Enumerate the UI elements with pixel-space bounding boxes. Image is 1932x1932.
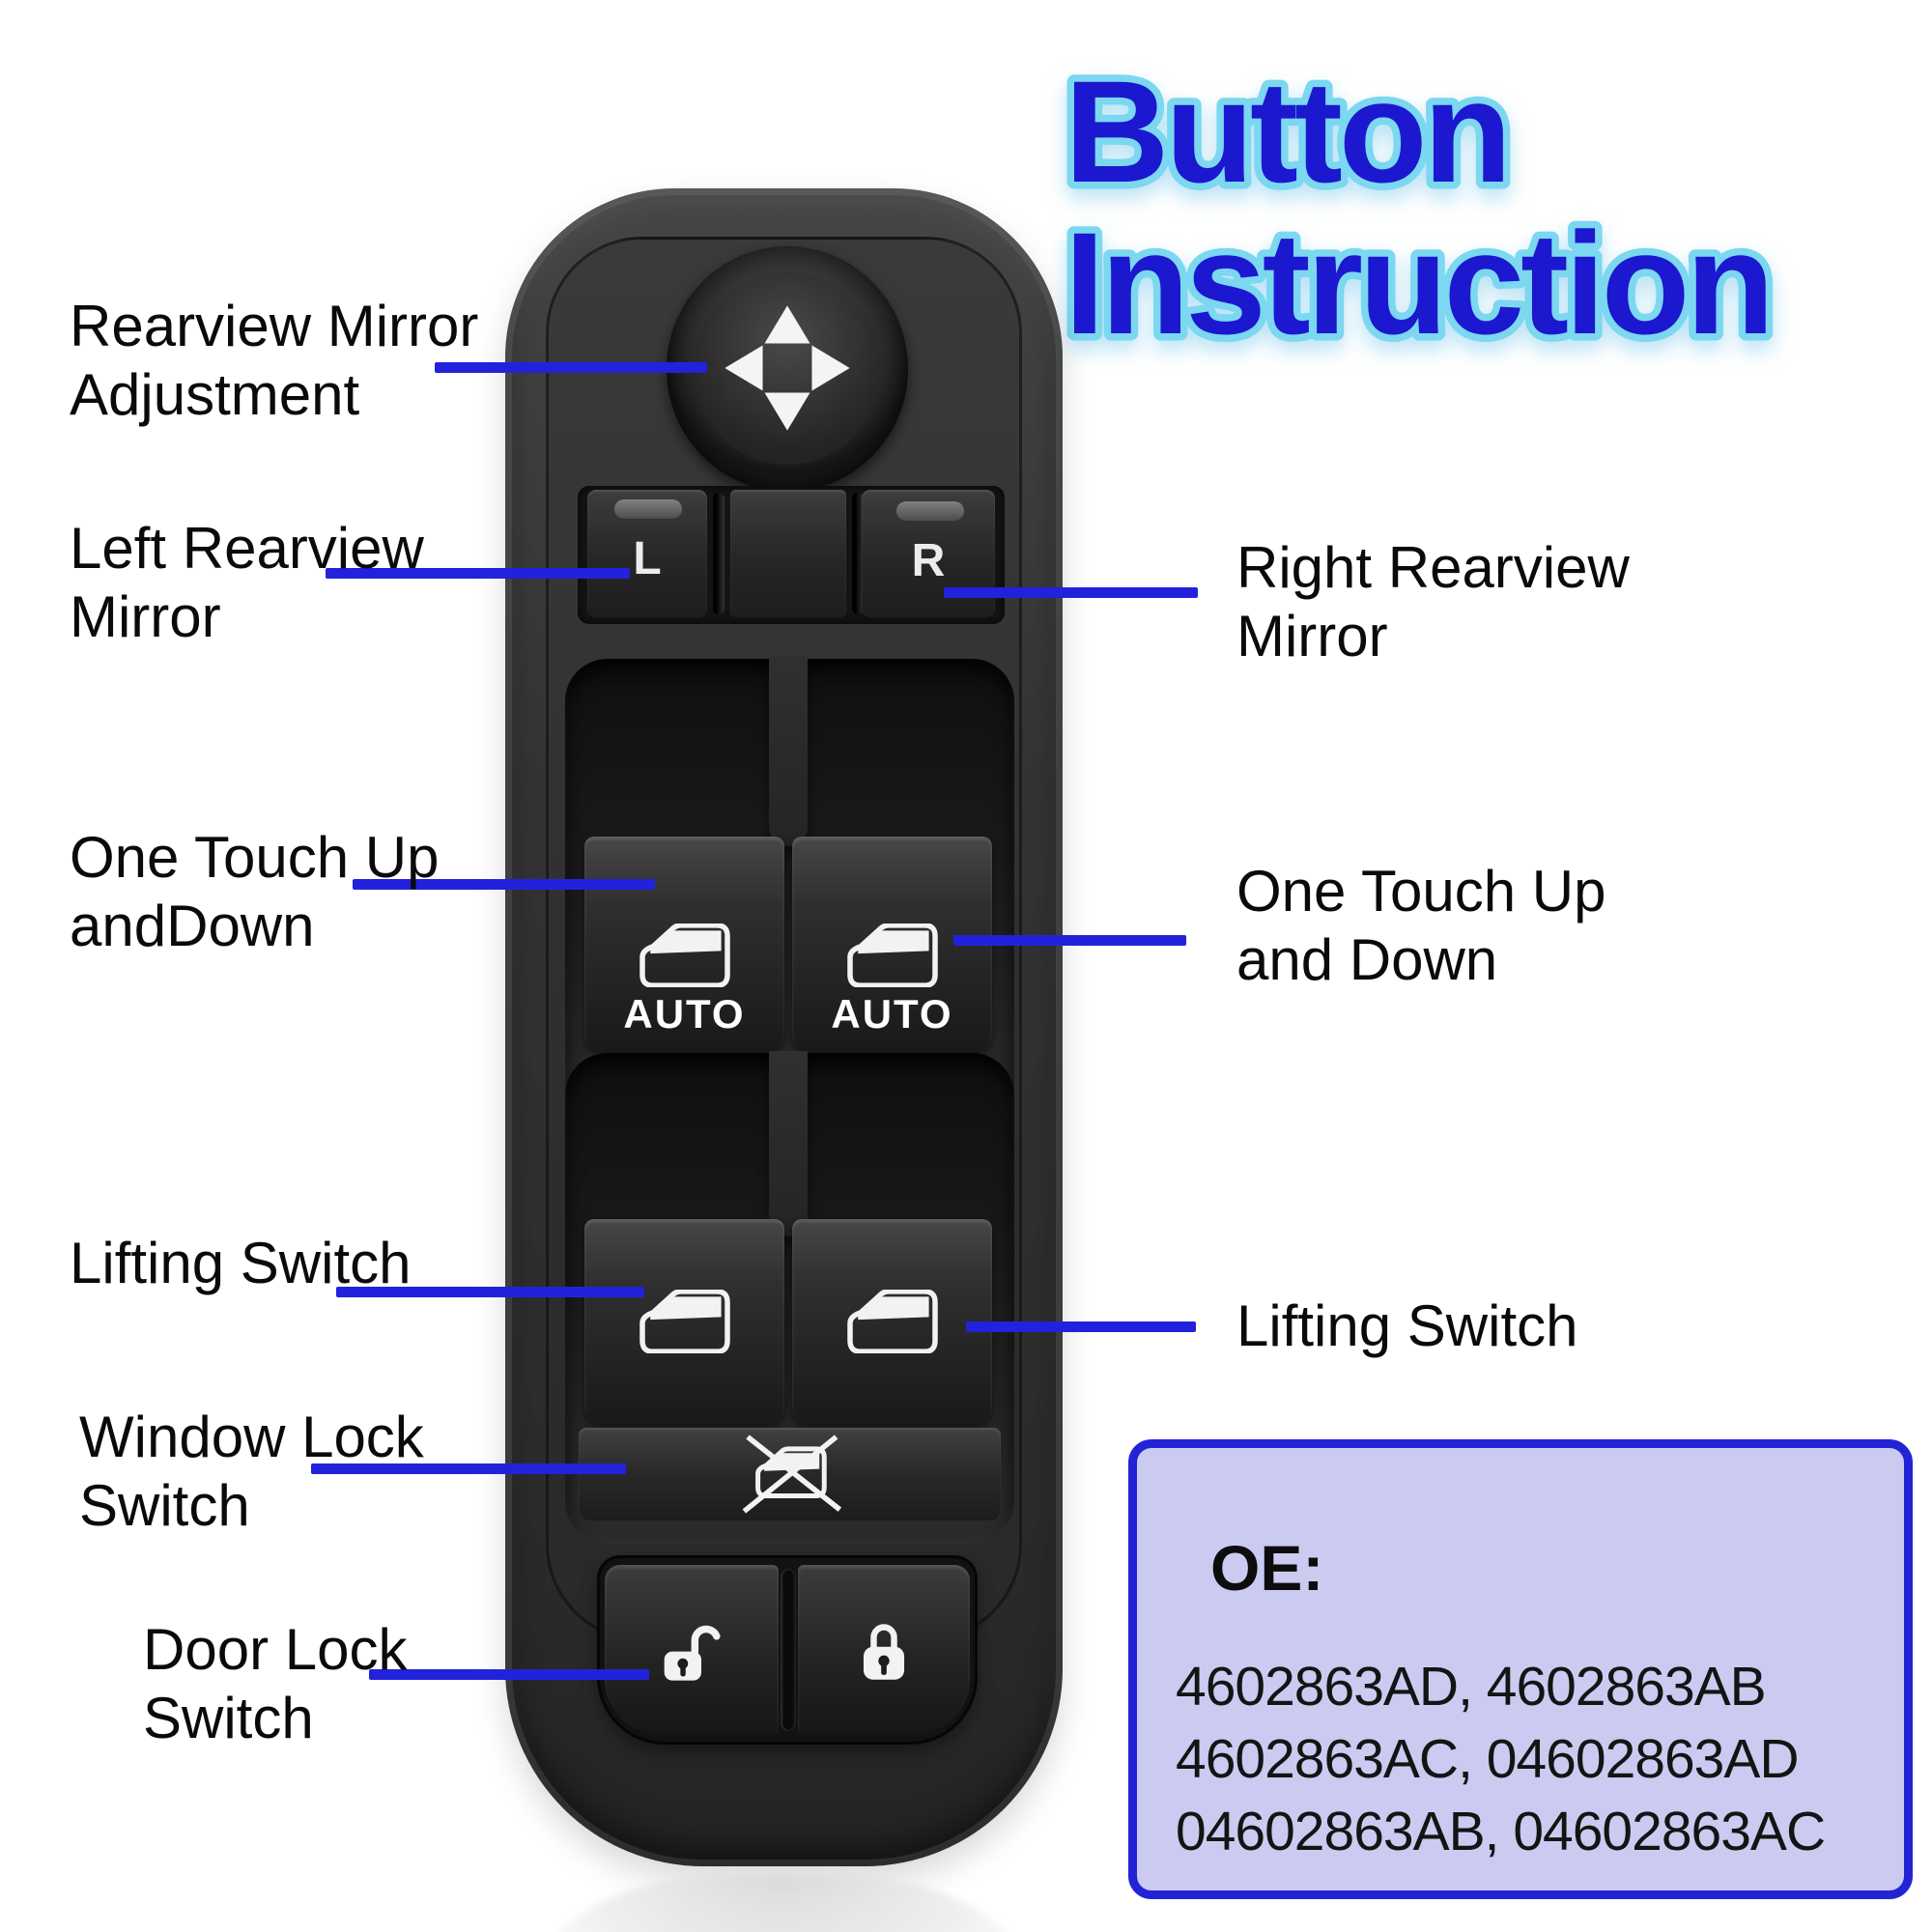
window-icon (639, 923, 730, 987)
door-lock-button (798, 1565, 970, 1735)
rear-right-window-rocker (792, 1219, 992, 1424)
label-line: Right Rearview (1236, 535, 1630, 600)
recess-divider-ridge (769, 657, 808, 846)
label-line: Left Rearview (70, 516, 424, 581)
callout-line-one-touch-left (353, 879, 655, 890)
door-lock-divider (781, 1569, 796, 1731)
mirror-right-label: R (911, 535, 946, 586)
callout-label-door-lock-switch: Door Lock Switch (143, 1615, 407, 1752)
label-line: Mirror (70, 584, 221, 649)
mirror-right-button: R (862, 490, 995, 617)
oe-heading: OE: (1210, 1532, 1324, 1604)
window-switch-panel: L R AUTO (505, 188, 1063, 1866)
callout-line-lifting-switch-left (336, 1287, 644, 1297)
mirror-right-indicator-slot (896, 501, 964, 521)
mirror-select-row: L R (578, 486, 1005, 624)
label-line: Door Lock (143, 1617, 408, 1682)
label-line: Window Lock (79, 1405, 424, 1469)
label-line: Lifting Switch (1236, 1293, 1578, 1358)
page-title: Button Instruction (1058, 48, 1782, 367)
oe-part-numbers-box: OE: 4602863AD, 4602863AB 4602863AC, 0460… (1128, 1439, 1913, 1899)
callout-line-lifting-switch-right (966, 1321, 1196, 1332)
label-line: Mirror (1236, 604, 1388, 668)
rear-window-recess (565, 1051, 1014, 1544)
auto-label: AUTO (623, 991, 746, 1037)
callout-line-one-touch-right (953, 935, 1186, 946)
mirror-left-button: L (587, 490, 707, 617)
recess-divider-ridge (769, 1051, 808, 1236)
mirror-left-indicator-slot (614, 499, 682, 519)
door-lock-cluster (597, 1555, 978, 1745)
callout-line-door-lock-switch (369, 1669, 649, 1680)
callout-label-left-rearview-mirror: Left Rearview Mirror (70, 514, 424, 651)
divider-groove (713, 493, 724, 614)
callout-label-window-lock-switch: Window Lock Switch (79, 1403, 424, 1540)
callout-line-right-rearview-mirror (944, 587, 1198, 598)
window-lock-button (579, 1428, 1001, 1520)
window-icon (846, 923, 938, 987)
auto-label: AUTO (831, 991, 953, 1037)
lock-icon (863, 1624, 905, 1680)
label-line: One Touch Up (70, 825, 440, 890)
label-line: Switch (79, 1473, 250, 1538)
device-reflection (526, 1874, 1038, 1932)
window-lock-icon (742, 1435, 841, 1514)
callout-label-one-touch-left: One Touch Up andDown (70, 823, 439, 960)
callout-label-lifting-switch-left: Lifting Switch (70, 1229, 412, 1297)
callout-line-left-rearview-mirror (326, 568, 630, 579)
label-line: One Touch Up (1236, 859, 1606, 923)
label-line: Adjustment (70, 362, 360, 427)
label-line: and Down (1236, 927, 1498, 992)
mirror-arrows-icon (724, 305, 850, 431)
door-unlock-button (605, 1565, 779, 1735)
callout-label-rearview-mirror-adjustment: Rearview Mirror Adjustment (70, 292, 478, 429)
window-icon (846, 1290, 938, 1353)
label-line: Rearview Mirror (70, 294, 479, 358)
front-left-window-rocker: AUTO (584, 837, 784, 1051)
page-title-line2: Instruction (1065, 202, 1771, 364)
oe-number-line: 04602863AB, 04602863AC (1176, 1801, 1826, 1862)
label-line: Lifting Switch (70, 1231, 412, 1295)
oe-numbers: 4602863AD, 4602863AB 4602863AC, 04602863… (1176, 1651, 1826, 1868)
oe-number-line: 4602863AD, 4602863AB (1176, 1656, 1767, 1718)
callout-label-lifting-switch-right: Lifting Switch (1236, 1292, 1578, 1360)
callout-line-rearview-mirror-adjustment (435, 362, 707, 373)
callout-label-right-rearview-mirror: Right Rearview Mirror (1236, 533, 1630, 670)
window-icon (639, 1290, 730, 1353)
mirror-left-label: L (633, 533, 662, 584)
oe-number-line: 4602863AC, 04602863AD (1176, 1728, 1800, 1790)
label-line: andDown (70, 894, 315, 958)
unlock-icon (664, 1625, 721, 1681)
callout-line-window-lock-switch (311, 1463, 626, 1474)
mirror-adjustment-dial (693, 271, 882, 465)
divider-groove (852, 493, 864, 614)
callout-label-one-touch-right: One Touch Up and Down (1236, 857, 1605, 994)
rear-left-window-rocker (584, 1219, 784, 1424)
mirror-center-plate (730, 490, 846, 617)
mirror-adjustment-knob (667, 246, 908, 492)
label-line: Switch (143, 1686, 314, 1750)
page-title-line1: Button (1065, 50, 1508, 213)
